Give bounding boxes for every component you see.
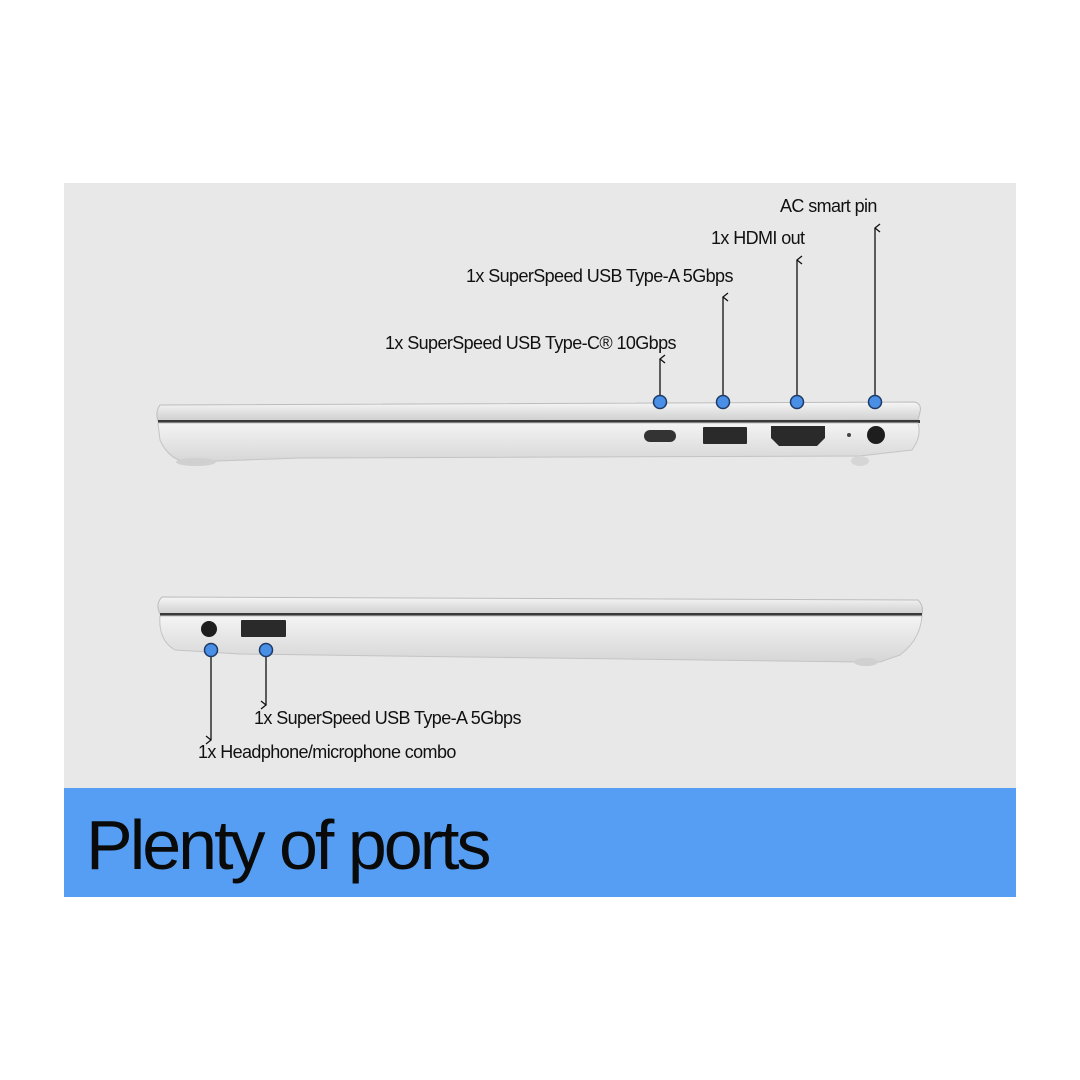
- label-headphone: 1x Headphone/microphone combo: [198, 742, 456, 762]
- callout-dot: [258, 642, 274, 658]
- ac-power-port: [867, 426, 885, 444]
- label-usb-a-left: 1x SuperSpeed USB Type-A 5Gbps: [254, 708, 521, 728]
- callout-dot: [652, 394, 668, 410]
- callout-dot: [867, 394, 883, 410]
- gray-panel: [64, 183, 1016, 788]
- laptop-left-side: [157, 596, 923, 666]
- label-ac-smart-pin: AC smart pin: [780, 196, 877, 216]
- usb-a-port: [703, 427, 747, 444]
- right-callouts: [660, 228, 875, 395]
- label-hdmi: 1x HDMI out: [711, 228, 805, 248]
- callout-dot: [203, 642, 219, 658]
- left-callouts: [211, 657, 266, 740]
- laptop-right-side: [156, 401, 921, 466]
- headline: Plenty of ports: [86, 806, 491, 884]
- audio-jack: [201, 621, 217, 637]
- usb-a-port: [241, 620, 286, 637]
- label-usb-a-right: 1x SuperSpeed USB Type-A 5Gbps: [466, 266, 733, 286]
- callout-dot: [715, 394, 731, 410]
- usb-c-port: [644, 430, 676, 442]
- label-usb-c: 1x SuperSpeed USB Type-C® 10Gbps: [385, 333, 677, 353]
- hdmi-port: [771, 426, 825, 446]
- title-band: [64, 788, 1016, 897]
- callout-dot: [789, 394, 805, 410]
